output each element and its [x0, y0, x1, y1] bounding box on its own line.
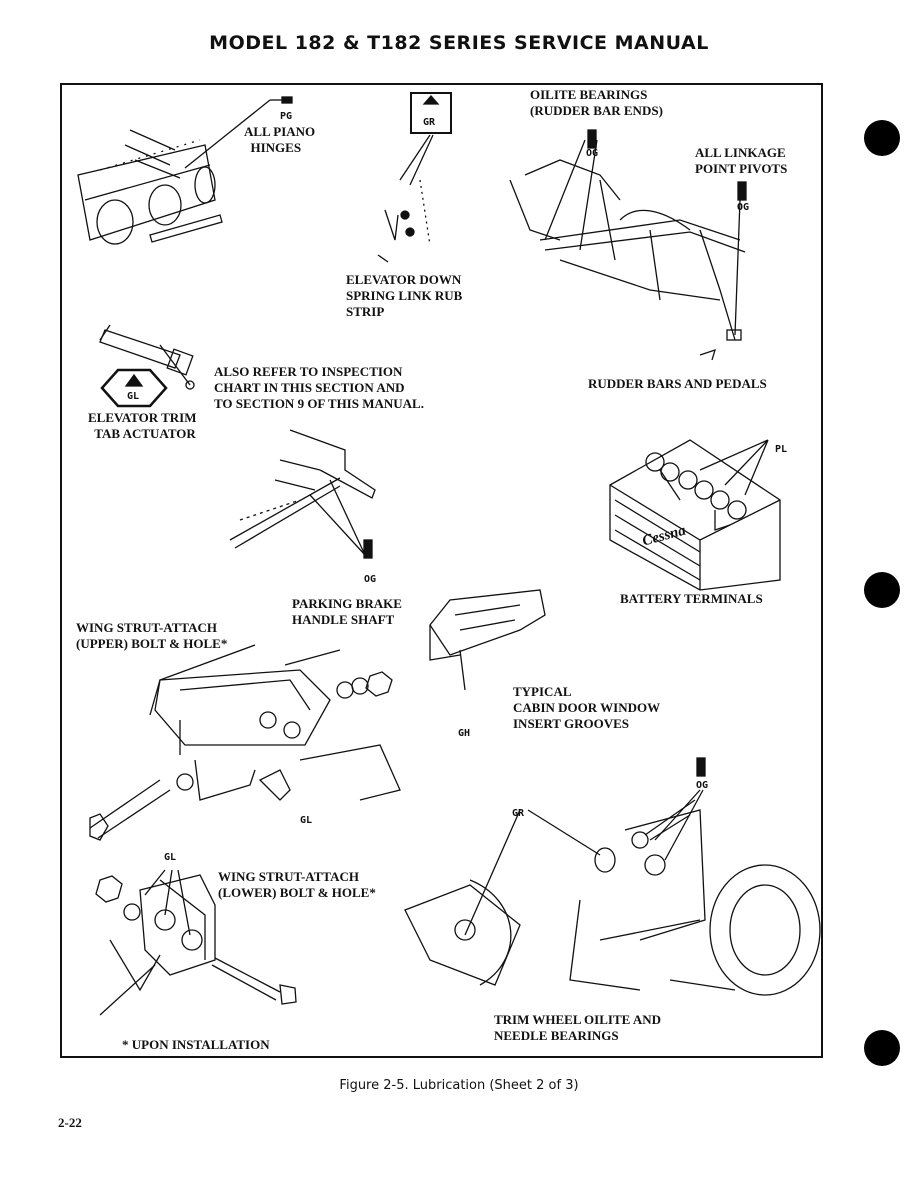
rudder-bars-label: RUDDER BARS AND PEDALS — [588, 376, 767, 391]
og-can-icon — [587, 129, 597, 149]
parking-brake-illustration — [229, 429, 376, 556]
og-parking-symbol: OG — [364, 574, 377, 585]
binder-hole-3 — [864, 1030, 900, 1066]
upon-installation-note: * UPON INSTALLATION — [122, 1037, 270, 1052]
wing-strut-lower-label: WING STRUT-ATTACH (LOWER) BOLT & HOLE* — [218, 869, 376, 900]
piano-hinges-label: ALL PIANO HINGES — [244, 124, 316, 155]
binder-hole-2 — [864, 572, 900, 608]
piano-hinge-illustration — [77, 99, 282, 245]
og-rudder-symbol: OG — [586, 148, 599, 159]
gl-lower-symbol: GL — [164, 852, 177, 863]
gl-upper-symbol: GL — [300, 815, 313, 826]
og-can-icon-4 — [696, 757, 706, 777]
pg-gun-icon — [281, 96, 293, 104]
battery-terminals-label: BATTERY TERMINALS — [620, 591, 763, 606]
cabin-door-illustration — [429, 589, 546, 691]
cabin-door-label: TYPICAL CABIN DOOR WINDOW INSERT GROOVES — [513, 684, 661, 731]
pg-symbol: PG — [280, 111, 293, 122]
trim-wheel-illustration — [404, 789, 821, 996]
gh-symbol: GH — [458, 728, 471, 739]
gl-hex-symbol: GL — [127, 391, 140, 402]
gr-trim-symbol: GR — [512, 808, 525, 819]
og-can-icon-3 — [363, 539, 373, 559]
gr-symbol: GR — [423, 117, 436, 128]
oilite-bearings-label: OILITE BEARINGS (RUDDER BAR ENDS) — [530, 87, 663, 118]
gr-box-icon — [410, 92, 452, 134]
wing-strut-upper-illustration — [89, 644, 401, 841]
gl-hexagon-icon — [100, 368, 168, 408]
page-number: 2-22 — [58, 1115, 82, 1130]
og-trim-symbol: OG — [696, 780, 709, 791]
elevator-down-label: ELEVATOR DOWN SPRING LINK RUB STRIP — [346, 272, 463, 319]
binder-hole-1 — [864, 120, 900, 156]
also-refer-note: ALSO REFER TO INSPECTION CHART IN THIS S… — [214, 364, 424, 411]
parking-brake-label: PARKING BRAKE HANDLE SHAFT — [292, 596, 402, 627]
page-title: MODEL 182 & T182 SERIES SERVICE MANUAL — [209, 32, 709, 54]
elevator-trim-label: ELEVATOR TRIM TAB ACTUATOR — [88, 410, 197, 441]
figure-frame — [60, 83, 823, 1058]
og-can-icon-2 — [737, 181, 747, 201]
wing-strut-lower-illustration — [95, 869, 297, 1016]
linkage-pivots-label: ALL LINKAGE POINT PIVOTS — [695, 145, 788, 176]
wing-strut-upper-label: WING STRUT-ATTACH (UPPER) BOLT & HOLE* — [76, 620, 228, 651]
pl-symbol: PL — [775, 444, 788, 455]
rudder-bars-illustration — [509, 139, 746, 361]
battery-illustration — [609, 439, 781, 591]
figure-caption: Figure 2-5. Lubrication (Sheet 2 of 3) — [339, 1078, 579, 1093]
trim-actuator-illustration — [99, 324, 195, 390]
og-linkage-symbol: OG — [737, 202, 750, 213]
trim-wheel-label: TRIM WHEEL OILITE AND NEEDLE BEARINGS — [494, 1012, 662, 1043]
